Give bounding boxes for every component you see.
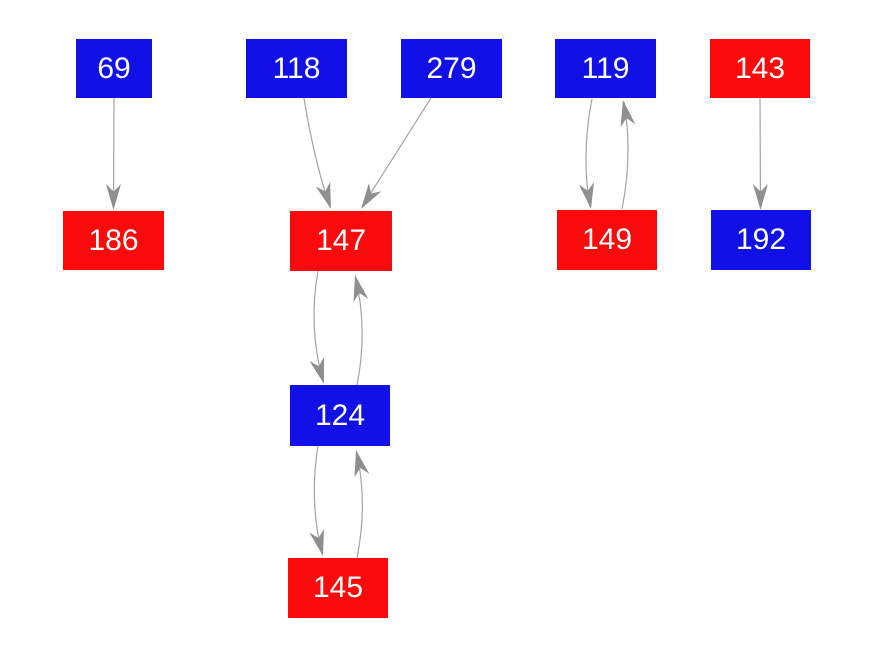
- node-label: 124: [314, 398, 366, 432]
- edge-279-to-147: [361, 97, 432, 208]
- graph-node-143: 143: [710, 39, 810, 98]
- node-label: 186: [88, 223, 139, 257]
- node-label: 149: [581, 223, 633, 256]
- arrowhead-icon-118-to-147: [315, 182, 331, 209]
- node-label: 118: [272, 51, 321, 85]
- arrowhead-icon-145-to-124: [354, 450, 370, 477]
- arrowhead-icon-143-to-192: [753, 184, 768, 210]
- arrowhead-icon-124-to-145: [309, 529, 324, 556]
- graph-node-145: 145: [288, 558, 388, 618]
- graph-node-119: 119: [555, 39, 656, 98]
- graph-node-69: 69: [76, 39, 152, 98]
- arrowhead-icon-279-to-147: [361, 183, 382, 209]
- graph-node-192: 192: [711, 210, 811, 270]
- node-label: 147: [315, 224, 367, 257]
- node-label: 145: [312, 571, 364, 604]
- graph-node-118: 118: [246, 39, 347, 98]
- node-label: 119: [581, 51, 630, 85]
- edge-69-to-186: [112, 97, 115, 208]
- graph-node-279: 279: [401, 39, 502, 98]
- node-label: 279: [426, 51, 477, 85]
- node-label: 192: [735, 223, 787, 256]
- node-label: 143: [734, 51, 786, 85]
- arrowhead-icon-147-to-124: [309, 356, 324, 384]
- arrowhead-icon-69-to-186: [106, 184, 121, 210]
- graph-node-124: 124: [290, 385, 390, 446]
- arrowhead-icon-124-to-147: [353, 275, 369, 302]
- arrowhead-icon-149-to-119: [620, 100, 636, 127]
- edge-143-to-192: [759, 97, 762, 208]
- node-label: 69: [97, 51, 131, 85]
- arrowhead-icon-119-to-149: [579, 182, 594, 209]
- graph-node-186: 186: [63, 211, 164, 270]
- graph-node-149: 149: [557, 210, 657, 270]
- graph-node-147: 147: [290, 211, 392, 271]
